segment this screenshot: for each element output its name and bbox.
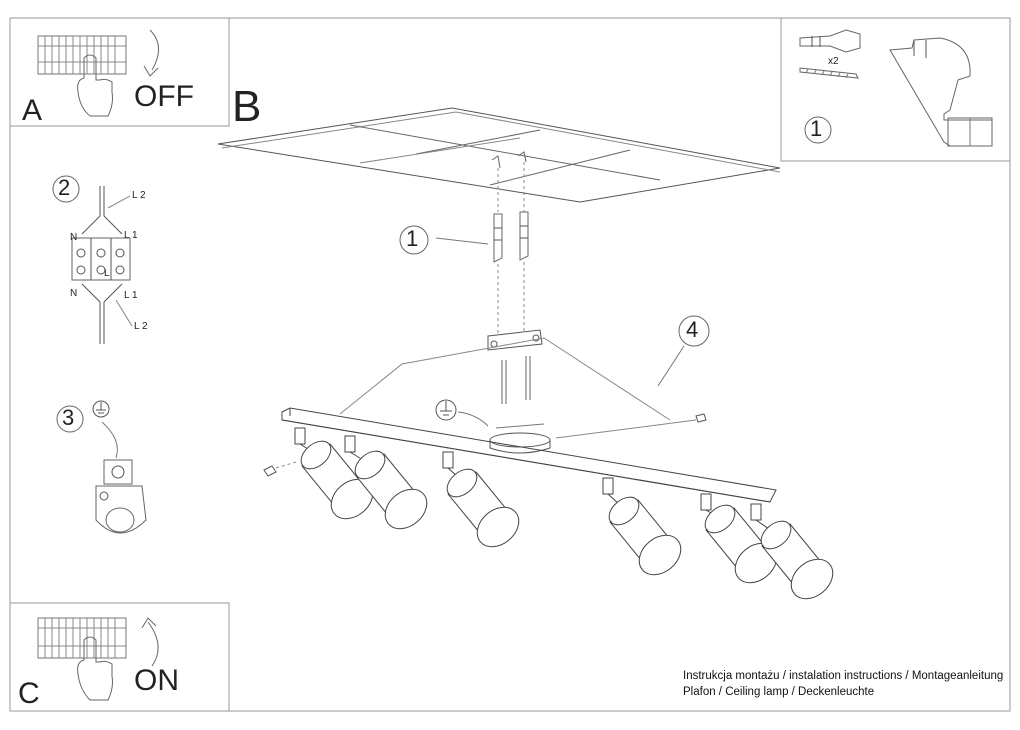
arrow-down-icon: [143, 29, 159, 77]
wall-plugs: [493, 211, 529, 263]
ground-wire: [101, 421, 118, 459]
explode-lines: [339, 337, 671, 421]
spotlight-4: [602, 477, 682, 576]
ground-step-number: 3: [62, 405, 75, 430]
wire-label-l-center: L: [104, 268, 110, 279]
sheet-border: [9, 17, 1011, 712]
ceiling-panel: [217, 107, 781, 203]
mounting-screws: [501, 356, 531, 404]
breaker-on-icon: [37, 617, 127, 701]
wire-label-n-bottom: N: [70, 288, 78, 299]
panel-tools-frame: [780, 17, 1011, 162]
step-circle-3: [56, 405, 84, 433]
off-label: OFF: [134, 80, 194, 113]
panel-a-frame: [9, 17, 230, 127]
spotlight-6: [750, 503, 834, 600]
breaker-off-icon: [37, 35, 127, 117]
footer-instructions: Instrukcja montażu / instalation instruc…: [683, 670, 1004, 682]
wire-label-n-top: N: [70, 232, 78, 243]
panel-c-frame: [9, 602, 230, 712]
step-circle-b4: [678, 315, 710, 347]
panel-c-letter: C: [18, 677, 40, 710]
anchors-step-number: 1: [406, 226, 419, 251]
ground-terminal-icon: [95, 459, 147, 534]
fixing-screw-left-icon: [263, 461, 297, 477]
wire-label-l2-bottom: L 2: [134, 321, 148, 332]
wall-plug-icon: [799, 29, 861, 53]
leader-step-1: [435, 237, 489, 245]
terminal-block-icon: [71, 186, 133, 344]
drill-holes: [491, 151, 527, 212]
spotlight-2: [344, 435, 428, 530]
drill-icon: [889, 37, 993, 147]
panel-b-letter: B: [232, 82, 262, 131]
ground-symbol-icon: [92, 400, 110, 418]
lamp-bar: [281, 407, 777, 503]
footer-product: Plafon / Ceiling lamp / Deckenleuchte: [683, 686, 875, 698]
wiring-step-number: 2: [58, 175, 71, 200]
leader-step-4: [657, 345, 685, 387]
ground-symbol-b-icon: [435, 399, 489, 427]
wire-label-l1-top: L 1: [124, 230, 138, 241]
quantity-label: x2: [828, 56, 839, 67]
step-circle-2: [52, 175, 80, 203]
spotlight-3: [442, 451, 520, 548]
fixing-screw-right-icon: [695, 413, 707, 423]
fixture-step-number: 4: [686, 317, 699, 342]
panel-a-letter: A: [22, 94, 43, 127]
step-circle-tools: [804, 116, 832, 144]
screw-icon: [799, 67, 859, 79]
tools-step-number: 1: [810, 116, 823, 141]
on-label: ON: [134, 664, 179, 697]
wire-label-l1-bottom: L 1: [124, 290, 138, 301]
step-circle-b1: [399, 225, 429, 255]
wire-label-l2-top: L 2: [132, 190, 146, 201]
arrow-up-icon: [141, 617, 159, 667]
